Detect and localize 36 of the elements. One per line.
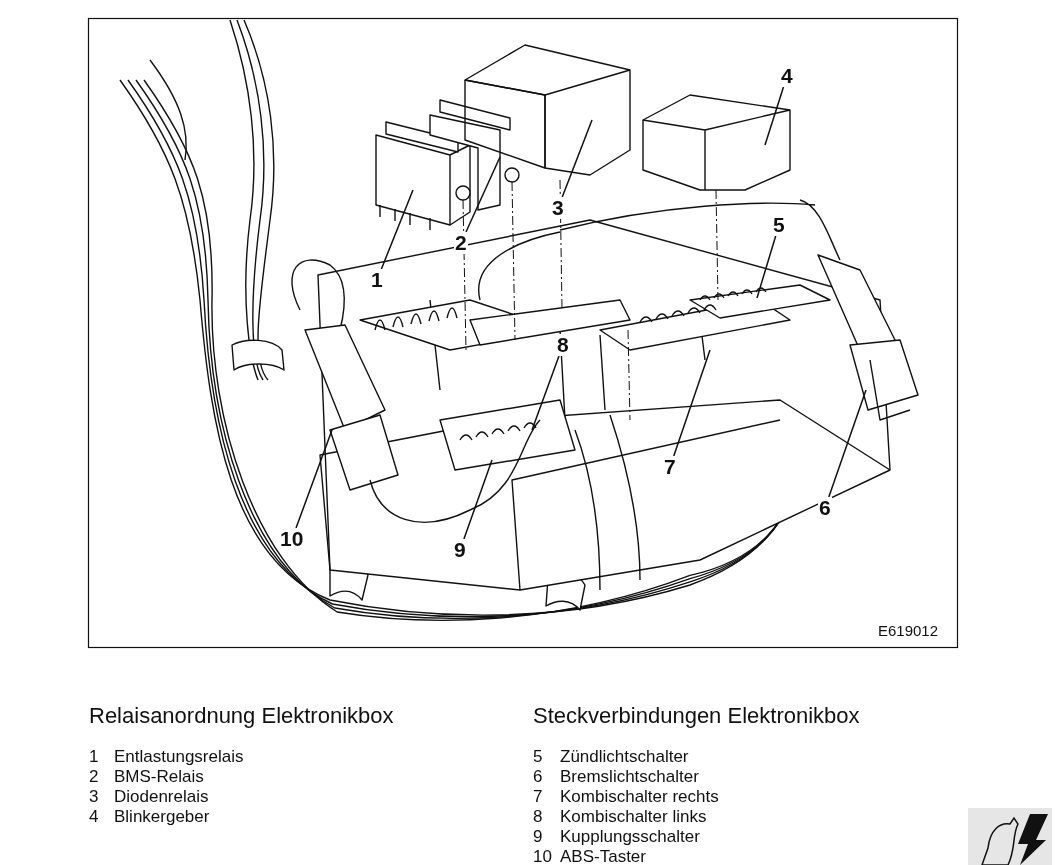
list-item: Kupplungsschalter — [560, 827, 700, 847]
leader-line — [828, 389, 867, 498]
list-number: 5 — [533, 747, 543, 767]
section-heading: Steckverbindungen Elektronikbox — [533, 703, 860, 729]
leader-line — [531, 355, 560, 431]
list-item: ABS-Taster — [560, 847, 646, 865]
leader-line — [295, 429, 333, 529]
list-number: 7 — [533, 787, 543, 807]
callout-number: 2 — [454, 232, 468, 254]
list-number: 2 — [89, 767, 99, 787]
list-number: 3 — [89, 787, 99, 807]
leader-line — [673, 349, 711, 457]
list-item: Blinkergeber — [114, 807, 210, 827]
leader-line — [380, 189, 414, 270]
leader-line — [561, 119, 593, 198]
list-number: 1 — [89, 747, 99, 767]
leader-line — [764, 86, 785, 146]
list-number: 8 — [533, 807, 543, 827]
leader-line — [465, 156, 501, 233]
list-number: 6 — [533, 767, 543, 787]
list-item: Zündlichtschalter — [560, 747, 689, 767]
callout-number: 3 — [551, 197, 565, 219]
leader-line — [463, 459, 493, 540]
list-item: Kombischalter rechts — [560, 787, 719, 807]
image-code: E619012 — [878, 622, 939, 639]
section-heading: Relaisanordnung Elektronikbox — [89, 703, 394, 729]
list-number: 10 — [533, 847, 552, 865]
list-number: 4 — [89, 807, 99, 827]
callout-number: 8 — [556, 334, 570, 356]
list-item: Bremslichtschalter — [560, 767, 699, 787]
list-item: Entlastungsrelais — [114, 747, 244, 767]
list-item: BMS-Relais — [114, 767, 204, 787]
leader-line — [756, 235, 777, 299]
list-item: Kombischalter links — [560, 807, 707, 827]
list-item: Diodenrelais — [114, 787, 209, 807]
list-number: 9 — [533, 827, 543, 847]
